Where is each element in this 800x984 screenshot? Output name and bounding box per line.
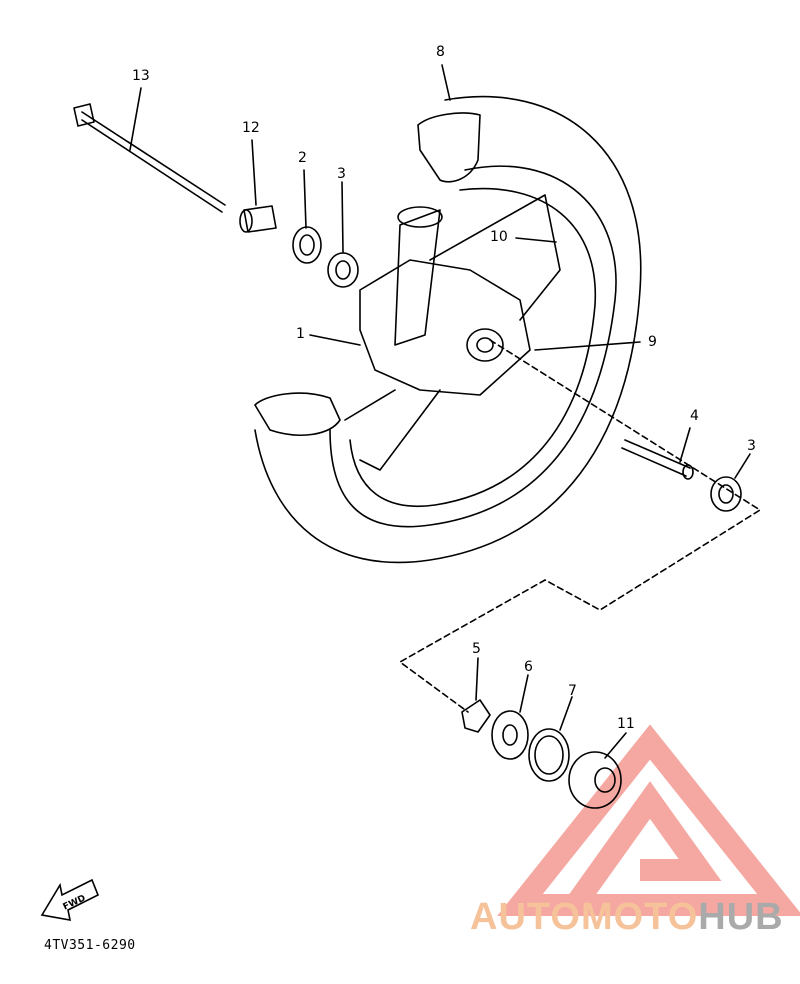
label-part-8: 8 xyxy=(436,44,445,60)
meter-gear-unit xyxy=(568,751,622,809)
rim-inner xyxy=(329,165,617,528)
hub xyxy=(359,259,531,396)
rim-cut-top xyxy=(417,112,481,183)
bearing-left xyxy=(327,252,359,288)
label-part-13: 13 xyxy=(132,68,150,84)
label-part-9: 9 xyxy=(648,334,657,350)
watermark-logo-icon xyxy=(497,724,800,916)
label-part-5: 5 xyxy=(472,641,481,657)
label-part-11: 11 xyxy=(617,716,635,732)
label-part-12: 12 xyxy=(242,120,260,136)
washer xyxy=(491,710,529,760)
fwd-arrow-icon xyxy=(40,878,100,921)
diagram-code: 4TV351-6290 xyxy=(44,938,136,953)
watermark-part1: AUTOMOTO xyxy=(470,896,699,938)
label-part-7: 7 xyxy=(568,683,577,699)
spacer xyxy=(621,439,691,477)
label-part-2: 2 xyxy=(298,150,307,166)
fork-leg xyxy=(394,209,441,346)
seal-ring xyxy=(528,728,570,782)
label-part-10: 10 xyxy=(490,229,508,245)
label-part-6: 6 xyxy=(524,659,533,675)
label-part-3b: 3 xyxy=(747,438,756,454)
label-part-4: 4 xyxy=(690,408,699,424)
watermark-text: AUTOMOTOHUB xyxy=(470,896,784,939)
rim-cut-bottom xyxy=(254,392,341,436)
label-part-3a: 3 xyxy=(337,166,346,182)
label-part-1: 1 xyxy=(296,326,305,342)
collar xyxy=(243,205,277,233)
bearing-right xyxy=(710,476,742,512)
watermark-part2: HUB xyxy=(698,896,784,938)
oil-seal xyxy=(292,226,322,264)
axle xyxy=(81,111,226,213)
rim-outer xyxy=(254,95,642,564)
clip xyxy=(461,699,491,733)
